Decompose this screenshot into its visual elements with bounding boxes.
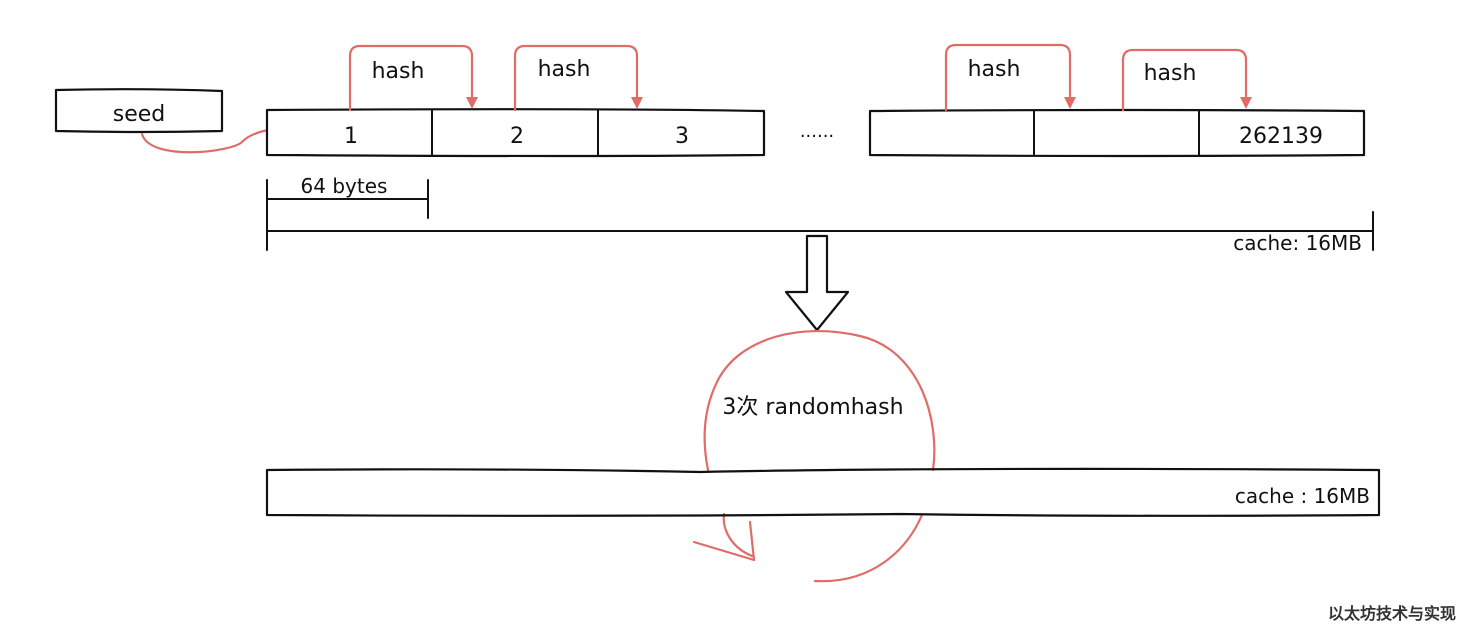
watermark-text: 以太坊技术与实现: [1327, 604, 1456, 623]
cache-bar: cache : 16MB: [265, 467, 1381, 517]
cache-item-2: 2: [510, 124, 524, 149]
cache-item-1: 1: [344, 124, 358, 149]
randomhash-loop: 3次 randomhash: [692, 329, 936, 583]
seed-box: seed: [54, 88, 224, 134]
hash-arrow-3: hash: [944, 43, 1076, 112]
cache-item-3: 3: [675, 124, 689, 149]
cache-items-right: 262139: [868, 108, 1366, 158]
seed-label: seed: [113, 102, 166, 127]
cache-bar-label: cache : 16MB: [1235, 484, 1370, 508]
hash-arrow-2: hash: [513, 44, 643, 112]
hash-label-2: hash: [538, 57, 591, 82]
hash-label-3: hash: [968, 57, 1021, 82]
hash-label-1: hash: [372, 59, 425, 84]
cache-size-label: cache: 16MB: [1233, 231, 1362, 255]
hash-label-4: hash: [1144, 61, 1197, 86]
cache-items-left: 1 2 3: [265, 108, 766, 158]
item-size-dimension: 64 bytes: [266, 174, 429, 219]
ellipsis: ......: [800, 121, 834, 142]
item-size-label: 64 bytes: [301, 174, 388, 198]
cache-size-dimension: cache: 16MB: [266, 209, 1374, 255]
cache-item-last: 262139: [1239, 124, 1323, 149]
hash-arrow-1: hash: [348, 44, 478, 112]
down-arrow-icon: [784, 234, 850, 332]
randomhash-label: 3次 randomhash: [722, 395, 903, 420]
hash-arrow-4: hash: [1121, 48, 1252, 112]
